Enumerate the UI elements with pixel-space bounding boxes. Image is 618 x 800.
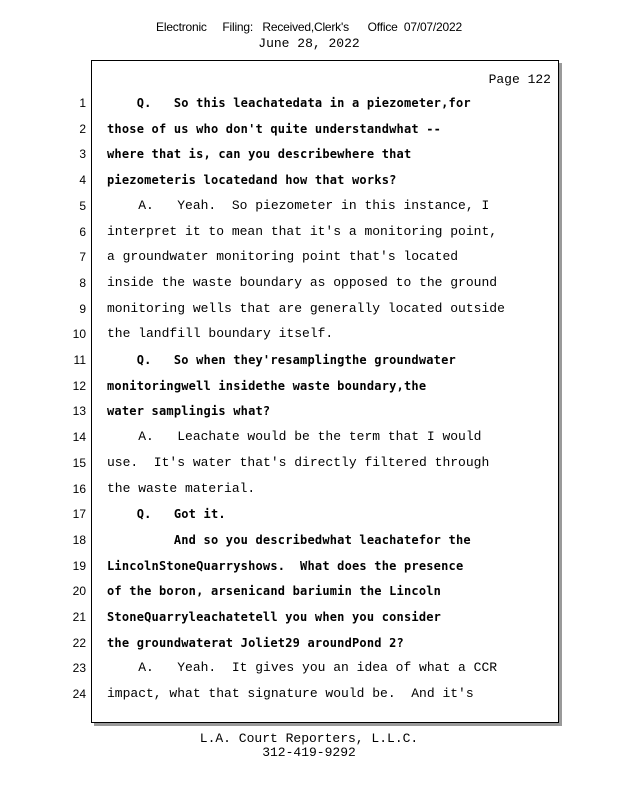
line-number: 7 <box>79 250 86 264</box>
transcript-line-text: inside the waste boundary as opposed to … <box>107 276 498 290</box>
transcript-line-text: A. Yeah. So piezometer in this instance,… <box>107 199 490 213</box>
transcript-line-text: Q. So this leachatedata in a piezometer,… <box>107 96 471 110</box>
line-number: 17 <box>72 507 86 521</box>
transcript-line-text: monitoring wells that are generally loca… <box>107 302 505 316</box>
page-number: Page 122 <box>488 72 551 87</box>
transcript-line-text: monitoringwell insidethe waste boundary,… <box>107 379 427 393</box>
transcript-line-text: A. Yeah. It gives you an idea of what a … <box>107 661 498 675</box>
transcript-line-text: impact, what that signature would be. An… <box>107 687 474 701</box>
transcript-line-text: the groundwaterat Joliet29 aroundPond 2? <box>107 636 404 650</box>
line-number: 1 <box>79 96 86 110</box>
line-number: 24 <box>72 687 86 701</box>
line-number: 4 <box>79 173 86 187</box>
transcript-line-text: interpret it to mean that it's a monitor… <box>107 225 498 239</box>
transcript-line-text: use. It's water that's directly filtered… <box>107 456 490 470</box>
transcript-date: June 28, 2022 <box>258 36 360 51</box>
line-number: 6 <box>79 225 86 239</box>
line-number: 9 <box>79 302 86 316</box>
line-number: 14 <box>72 430 86 444</box>
filing-stamp: Electronic Filing: Received,Clerk's Offi… <box>156 20 462 34</box>
transcript-line-text: And so you describedwhat leachatefor the <box>107 533 471 547</box>
line-number: 21 <box>72 610 86 624</box>
transcript-line-text: StoneQuarryleachatetell you when you con… <box>107 610 442 624</box>
footer: L.A. Court Reporters, L.L.C. 312-419-929… <box>0 732 618 760</box>
line-number: 2 <box>79 122 86 136</box>
line-number: 11 <box>73 353 86 367</box>
transcript-line-text: the waste material. <box>107 482 256 496</box>
line-number: 22 <box>72 636 86 650</box>
transcript-line-text: A. Leachate would be the term that I wou… <box>107 430 482 444</box>
transcript-line-text: water samplingis what? <box>107 404 271 418</box>
transcript-line-text: of the boron, arsenicand bariumin the Li… <box>107 584 442 598</box>
footer-company: L.A. Court Reporters, L.L.C. <box>199 731 419 746</box>
line-number: 3 <box>79 147 86 161</box>
line-number: 8 <box>79 276 86 290</box>
transcript-line-text: the landfill boundary itself. <box>107 327 334 341</box>
transcript-line-text: LincolnStoneQuarryshows. What does the p… <box>107 559 464 573</box>
line-number: 13 <box>72 404 86 418</box>
line-number: 15 <box>72 456 86 470</box>
line-number: 19 <box>72 559 86 573</box>
line-number: 10 <box>72 327 86 341</box>
transcript-line-text: where that is, can you describewhere tha… <box>107 147 412 161</box>
transcript-line-text: Q. Got it. <box>107 507 226 521</box>
line-number: 23 <box>72 661 86 675</box>
transcript-line-text: those of us who don't quite understandwh… <box>107 122 442 136</box>
line-number: 18 <box>72 533 86 547</box>
line-number: 5 <box>79 199 86 213</box>
footer-phone: 312-419-9292 <box>262 745 356 760</box>
transcript-page-frame: Page 122 <box>91 60 559 723</box>
line-number: 12 <box>72 379 86 393</box>
transcript-line-text: Q. So when they'resamplingthe groundwate… <box>107 353 456 367</box>
transcript-line-text: a groundwater monitoring point that's lo… <box>107 250 459 264</box>
line-number: 20 <box>72 584 86 598</box>
line-number: 16 <box>72 482 86 496</box>
transcript-line-text: piezometeris locatedand how that works? <box>107 173 397 187</box>
